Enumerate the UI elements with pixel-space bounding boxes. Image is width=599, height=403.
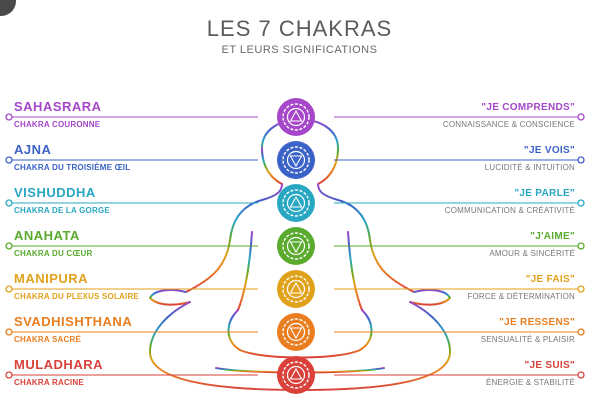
chakra-meaning: CONNAISSANCE & CONSCIENCE — [442, 120, 575, 129]
connector-dot-right — [577, 156, 585, 164]
chakra-subtitle: CHAKRA DU PLEXUS SOLAIRE — [14, 292, 139, 301]
chakra-mantra: "JE SUIS" — [524, 360, 575, 371]
connector-dot-right — [577, 113, 585, 121]
connector-dot-right — [577, 371, 585, 379]
chakra-symbol-vishuddha-icon — [277, 184, 315, 222]
chakra-name: SAHASRARA — [14, 99, 102, 114]
chakra-name: AJNA — [14, 142, 52, 157]
connector-lines — [5, 113, 585, 379]
connector-dot-left — [5, 328, 13, 336]
chakra-name: MANIPURA — [14, 271, 89, 286]
connector-dot-left — [5, 156, 13, 164]
connector-dot-left — [5, 199, 13, 207]
chakra-subtitle: CHAKRA DU CŒUR — [14, 249, 93, 258]
chakra-name: SVADHISHTHANA — [14, 314, 133, 329]
chakra-meaning: AMOUR & SINCÉRITÉ — [489, 249, 575, 258]
connector-dot-right — [577, 328, 585, 336]
page-subtitle: ET LEURS SIGNIFICATIONS — [221, 44, 378, 56]
connector-dot-right — [577, 242, 585, 250]
chakra-mantra: "JE FAIS" — [525, 274, 575, 285]
chakra-subtitle: CHAKRA RACINE — [14, 378, 84, 387]
connector-dot-right — [577, 285, 585, 293]
connector-dot-right — [577, 199, 585, 207]
chakra-symbol-svadhishthana-icon — [277, 313, 315, 351]
chakra-mantra: "JE PARLE" — [514, 188, 575, 199]
chakra-name: MULADHARA — [14, 357, 103, 372]
chakra-symbol-ajna-icon — [277, 141, 315, 179]
chakra-mantra: "JE VOIS" — [523, 145, 575, 156]
chakra-meaning: ÉNERGIE & STABILITÉ — [485, 378, 575, 387]
chakra-meaning: FORCE & DÉTERMINATION — [467, 292, 575, 301]
chakra-subtitle: CHAKRA DE LA GORGE — [14, 206, 110, 215]
connector-dot-left — [5, 242, 13, 250]
chakra-subtitle: CHAKRA COURONNE — [14, 120, 101, 129]
chakra-mantra: "JE COMPRENDS" — [481, 102, 575, 113]
chakra-meaning: SENSUALITÉ & PLAISIR — [480, 335, 575, 344]
chakra-name: ANAHATA — [14, 228, 80, 243]
chakra-symbol-muladhara-icon — [277, 356, 315, 394]
chakra-symbols — [277, 98, 315, 394]
chakra-symbol-manipura-icon — [277, 270, 315, 308]
chakra-subtitle: CHAKRA DU TROISIÈME ŒIL — [14, 163, 131, 172]
chakra-meaning: LUCIDITÉ & INTUITION — [484, 163, 575, 172]
page-title: LES 7 CHAKRAS — [206, 16, 393, 41]
connector-dot-left — [5, 113, 13, 121]
chakra-name: VISHUDDHA — [14, 185, 96, 200]
chakra-symbol-sahasrara-icon — [277, 98, 315, 136]
chakra-subtitle: CHAKRA SACRÉ — [14, 335, 81, 344]
connector-dot-left — [5, 285, 13, 293]
chakra-meaning: COMMUNICATION & CRÉATIVITÉ — [444, 206, 575, 215]
chakra-symbol-anahata-icon — [277, 227, 315, 265]
chakra-mantra: "JE RESSENS" — [499, 317, 575, 328]
connector-dot-left — [5, 371, 13, 379]
chakra-mantra: "J'AIME" — [530, 231, 575, 242]
